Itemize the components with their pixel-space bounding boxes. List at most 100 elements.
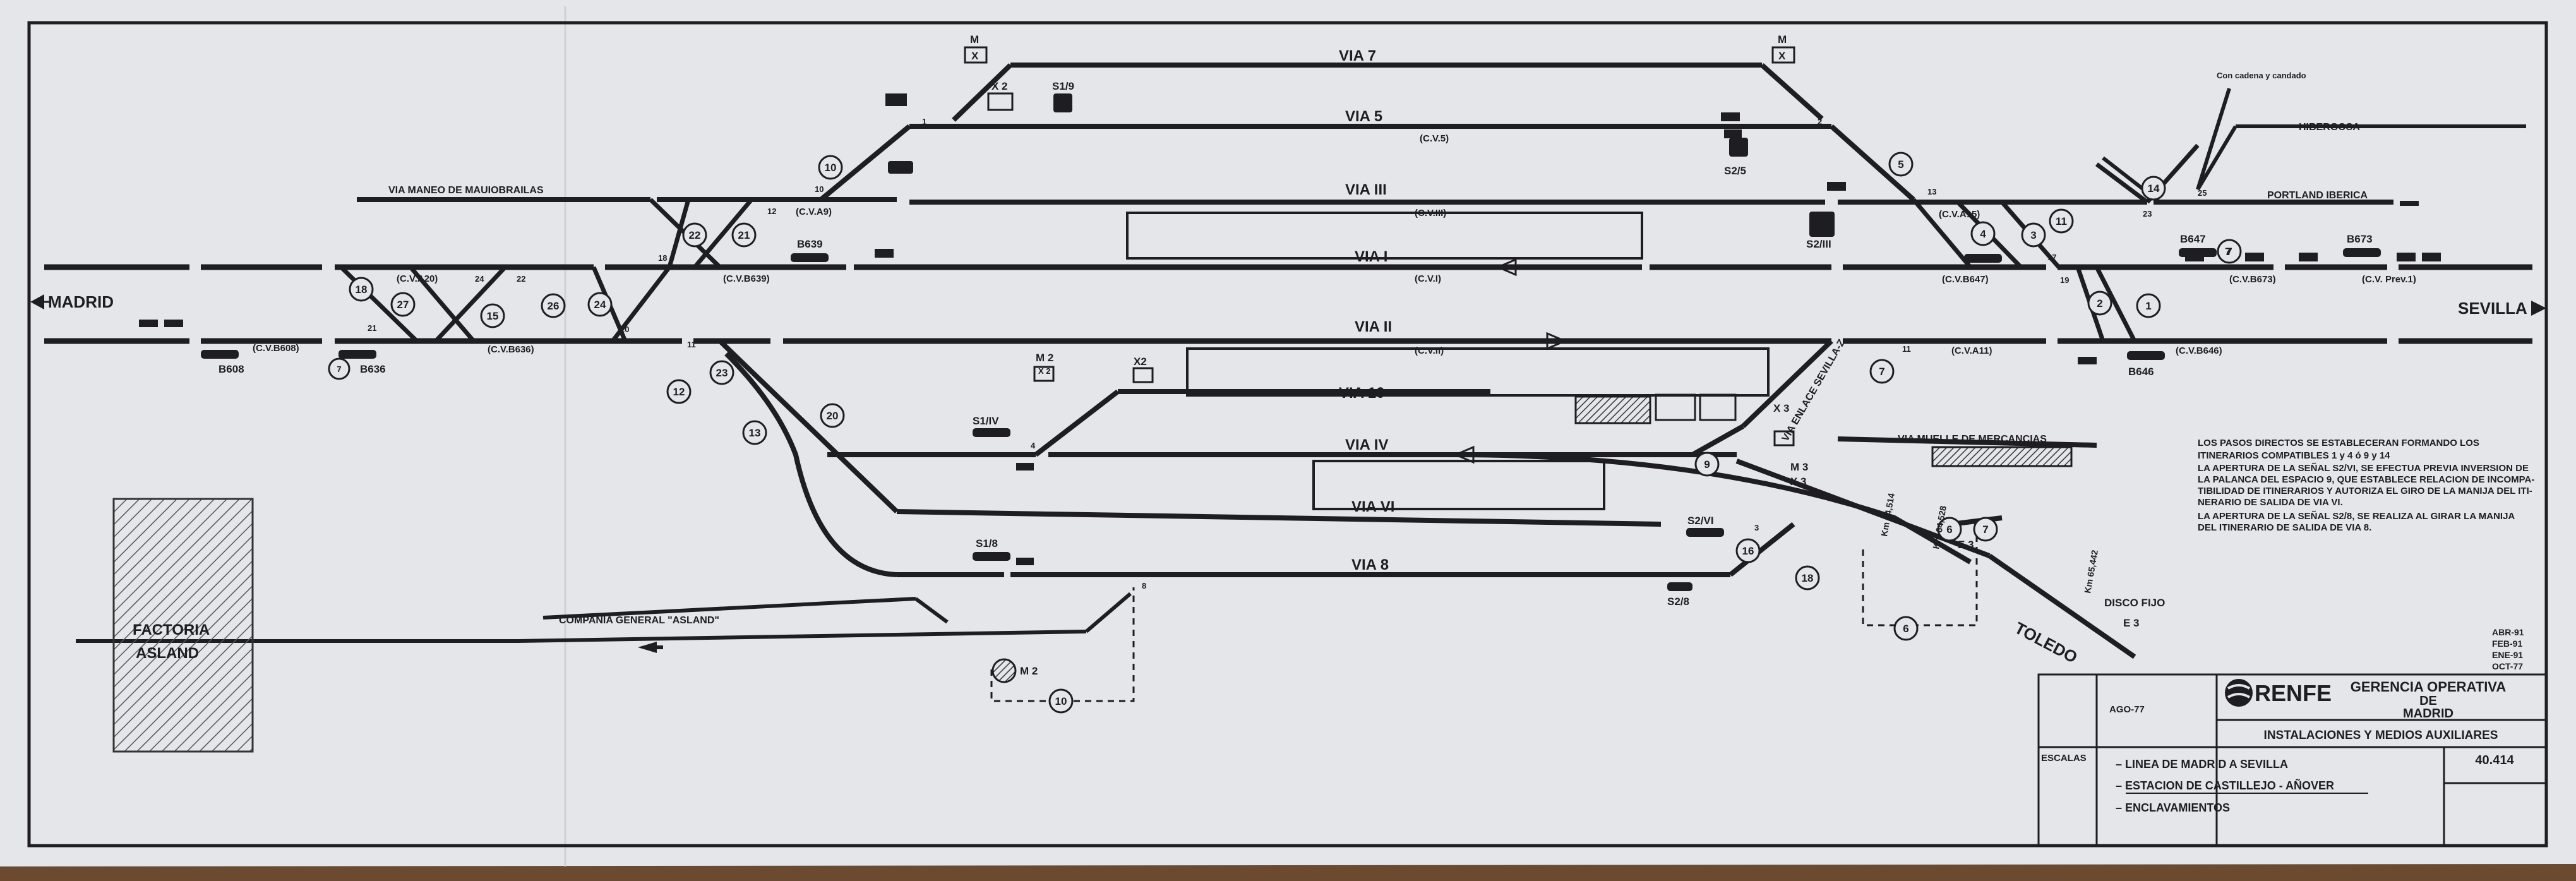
- signal-b636: B636: [360, 363, 386, 375]
- label-via-4: VIA IV: [1345, 436, 1388, 453]
- svg-text:11: 11: [687, 340, 696, 349]
- signal-bars: [201, 93, 2381, 591]
- label-madrid: MADRID: [48, 292, 114, 311]
- svg-text:9: 9: [1704, 458, 1710, 470]
- label-via-7: VIA 7: [1339, 47, 1376, 64]
- signal-m3: M 3: [1790, 461, 1808, 473]
- label-cadena: Con cadena y candado: [2217, 71, 2306, 80]
- svg-text:4: 4: [1031, 441, 1036, 450]
- label-via-1: VIA I: [1355, 248, 1387, 265]
- signal-m2-disc: [991, 658, 1017, 683]
- svg-text:24: 24: [594, 299, 606, 311]
- svg-text:7: 7: [337, 364, 341, 374]
- cv-a15: (C.V.A15): [1939, 209, 1980, 220]
- svg-text:6: 6: [1946, 524, 1952, 536]
- signal-x3: X 3: [1773, 402, 1790, 414]
- svg-text:INSTALACIONES Y MEDIOS AUXILIA: INSTALACIONES Y MEDIOS AUXILIARES: [2264, 729, 2498, 742]
- factory-labels: FACTORIA ASLAND: [133, 621, 210, 662]
- svg-text:ABR-91: ABR-91: [2492, 627, 2524, 637]
- svg-text:15: 15: [487, 310, 499, 322]
- drawing-border: [27, 21, 2548, 848]
- lever-numbers: [328, 152, 2242, 714]
- svg-text:40.414: 40.414: [2475, 753, 2514, 767]
- signal-e3b: E 3: [2123, 617, 2140, 629]
- signal-x2-top: X 2: [991, 80, 1008, 92]
- via-5-7-tracks: [819, 63, 1915, 202]
- svg-text:18: 18: [658, 253, 667, 263]
- svg-text:DE: DE: [2419, 694, 2437, 708]
- asland-arrow: [638, 642, 657, 653]
- cv-b673: (C.V.B673): [2229, 274, 2276, 285]
- cv-2: (C.V.II): [1415, 345, 1444, 356]
- svg-text:7: 7: [1879, 366, 1884, 378]
- small-switch-numbers: 10 12 18 13 17 19 23 25 20 11 11 1 2 4 8…: [368, 117, 2207, 590]
- svg-text:25: 25: [2198, 188, 2207, 198]
- svg-text:ESCALAS: ESCALAS: [2041, 753, 2087, 764]
- label-factoria: FACTORIA: [133, 621, 210, 638]
- svg-text:12: 12: [673, 386, 685, 398]
- building-small-1: [1655, 393, 1696, 421]
- svg-text:11: 11: [1902, 344, 1911, 354]
- signal-s23: S2/III: [1806, 238, 1831, 250]
- signal-labels: M X X 2 S1/9 M X S2/5 S2/III B639 B647 B…: [219, 33, 2373, 677]
- svg-text:GERENCIA OPERATIVA: GERENCIA OPERATIVA: [2351, 679, 2507, 695]
- svg-text:12: 12: [767, 207, 776, 216]
- signal-s18: S1/8: [976, 537, 998, 549]
- svg-text:23: 23: [716, 367, 728, 379]
- svg-text:24: 24: [475, 274, 484, 284]
- label-portland: PORTLAND IBERICA: [2267, 190, 2368, 201]
- signal-disco: DISCO FIJO: [2104, 597, 2165, 609]
- label-muelle: VIA MUELLE DE MERCANCIAS: [1898, 434, 2047, 445]
- svg-text:4: 4: [1980, 228, 1986, 240]
- factoria-asland-block: [112, 498, 254, 753]
- note-7: LA APERTURA DE LA SEÑAL S2/8, SE REALIZA…: [2198, 510, 2515, 522]
- platform-2: [1186, 347, 1770, 397]
- label-asland-track: COMPAÑIA GENERAL "ASLAND": [559, 613, 719, 626]
- platform-1: [1126, 212, 1643, 260]
- signal-b647: B647: [2180, 233, 2206, 245]
- label-via-6: VIA VI: [1351, 498, 1394, 515]
- signal-heads: [964, 46, 1795, 446]
- svg-text:5: 5: [1898, 159, 1903, 171]
- svg-text:6: 6: [1903, 623, 1908, 635]
- svg-text:13: 13: [749, 427, 761, 439]
- sevilla-arrow: [2531, 301, 2546, 316]
- signal-s28: S2/8: [1667, 596, 1689, 608]
- svg-text:– ESTACION DE CASTILLEJO - AÑO: – ESTACION DE CASTILLEJO - AÑOVER: [2116, 779, 2334, 792]
- svg-text:14: 14: [2148, 183, 2160, 195]
- note-2: ITINERARIOS COMPATIBLES 1 y 4 ó 9 y 14: [2198, 450, 2390, 461]
- label-via-3: VIA III: [1345, 181, 1387, 198]
- svg-text:21: 21: [738, 229, 750, 241]
- label-asland: ASLAND: [136, 645, 199, 662]
- mercancias-building: [1931, 446, 2073, 467]
- cv-1: (C.V.I): [1415, 273, 1441, 284]
- station-building: [1574, 395, 1651, 424]
- cv-3: (C.V.III): [1415, 208, 1446, 219]
- signal-m2b: M 2: [1020, 665, 1038, 677]
- svg-text:7: 7: [2226, 246, 2232, 258]
- cv-b608: (C.V.B608): [253, 343, 299, 354]
- signal-e3: E 3: [1958, 539, 1974, 551]
- via-iii-track: [357, 197, 2419, 206]
- signal-s2vi: S2/VI: [1687, 515, 1714, 527]
- signal-s25: S2/5: [1724, 165, 1746, 177]
- note-1: LOS PASOS DIRECTOS SE ESTABLECERAN FORMA…: [2198, 438, 2479, 448]
- madrid-arrow: [30, 294, 44, 309]
- cv-b639: (C.V.B639): [723, 273, 770, 284]
- note-8: DEL ITINERARIO DE SALIDA DE VIA 8.: [2198, 522, 2371, 533]
- label-via-2: VIA II: [1355, 318, 1392, 335]
- brand-name: RENFE: [2255, 680, 2332, 706]
- svg-text:18: 18: [356, 284, 368, 296]
- svg-text:3: 3: [2030, 229, 2036, 241]
- signal-m-right: M: [1778, 33, 1787, 45]
- svg-text:10: 10: [815, 184, 824, 194]
- svg-text:3: 3: [1754, 523, 1759, 532]
- svg-text:19: 19: [2060, 275, 2069, 285]
- signal-s1iv: S1/IV: [973, 415, 999, 427]
- cv-a9: (C.V.A9): [796, 207, 832, 217]
- title-block-text: GERENCIA OPERATIVA DE MADRID INSTALACION…: [2041, 679, 2514, 814]
- signal-x2-b: X 2: [1038, 366, 1051, 376]
